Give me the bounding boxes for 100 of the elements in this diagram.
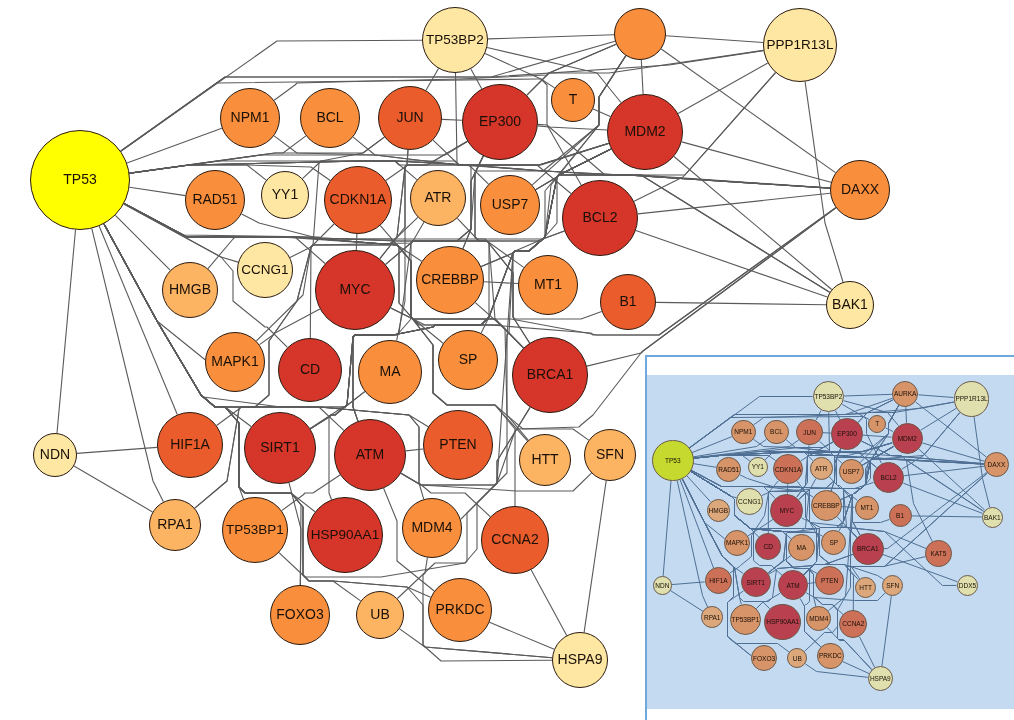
interaction-line xyxy=(671,581,706,586)
interaction-line xyxy=(836,516,861,580)
protein-node: DAXX xyxy=(830,160,890,220)
interaction-line xyxy=(839,459,985,501)
interaction-line xyxy=(729,441,834,574)
interaction-line xyxy=(857,401,955,423)
interaction-line xyxy=(842,661,870,674)
protein-node: UB xyxy=(356,591,404,639)
protein-node: HTT xyxy=(519,434,571,486)
interaction-line xyxy=(309,223,335,339)
interaction-line xyxy=(915,401,988,458)
interaction-line xyxy=(767,480,779,534)
interaction-line xyxy=(56,229,77,434)
interaction-line xyxy=(860,440,933,543)
protein-node: TP53 xyxy=(30,130,130,230)
interaction-line xyxy=(804,445,895,652)
interaction-line xyxy=(385,142,610,182)
protein-node: HSPA9 xyxy=(552,632,608,688)
interaction-line xyxy=(288,482,302,586)
protein-node: CCNA2 xyxy=(481,506,549,574)
interaction-line xyxy=(673,155,833,291)
interaction-line xyxy=(526,49,764,96)
interaction-line xyxy=(815,410,822,421)
interaction-line xyxy=(487,34,615,40)
interaction-line xyxy=(756,592,781,609)
protein-node: B1 xyxy=(600,274,656,330)
interaction-line xyxy=(826,627,873,671)
interaction-line xyxy=(396,149,409,342)
interaction-line xyxy=(861,446,895,466)
interaction-line xyxy=(258,308,321,346)
interaction-line xyxy=(488,621,555,650)
interaction-line xyxy=(120,39,423,152)
interaction-line xyxy=(905,406,907,424)
interaction-line xyxy=(660,48,837,174)
interaction-line xyxy=(767,555,792,574)
interaction-line xyxy=(126,127,223,164)
interaction-line xyxy=(486,46,622,104)
interaction-line xyxy=(881,595,892,667)
interaction-line xyxy=(665,35,764,44)
protein-node: MA xyxy=(358,340,422,404)
interaction-line xyxy=(441,118,463,121)
protein-node: HSP90AA1 xyxy=(307,497,383,573)
interaction-line xyxy=(973,416,991,508)
interaction-line xyxy=(690,469,890,523)
protein-node: MT1 xyxy=(518,255,578,315)
interaction-line xyxy=(352,221,425,422)
interaction-line xyxy=(686,475,711,503)
interaction-line xyxy=(747,518,774,537)
interaction-line xyxy=(194,216,419,509)
interaction-line xyxy=(309,391,366,429)
interaction-line xyxy=(470,68,483,90)
interaction-line xyxy=(843,393,893,397)
interaction-line xyxy=(216,140,468,427)
interaction-line xyxy=(804,81,844,283)
interaction-line xyxy=(911,515,983,518)
interaction-line xyxy=(281,474,341,512)
protein-node: MAPK1 xyxy=(205,332,265,392)
interaction-line xyxy=(399,628,553,659)
protein-node: RAD51 xyxy=(185,170,245,230)
interaction-line xyxy=(688,416,870,449)
interaction-line xyxy=(352,136,572,195)
interaction-line xyxy=(917,394,955,398)
interaction-line xyxy=(882,553,958,583)
interaction-line xyxy=(800,442,893,462)
protein-node: YY1 xyxy=(261,171,309,219)
interaction-line xyxy=(727,590,752,657)
interaction-line xyxy=(76,446,158,454)
interaction-line xyxy=(255,136,385,342)
interaction-line xyxy=(843,400,899,426)
interaction-line xyxy=(799,598,822,648)
protein-node: PPP1R13L xyxy=(763,8,837,82)
interaction-line xyxy=(691,436,733,454)
interaction-line xyxy=(885,427,894,432)
protein-node: BAK1 xyxy=(826,281,874,329)
protein-node: BRCA1 xyxy=(512,337,588,413)
interaction-line xyxy=(662,480,672,577)
protein-node: TP53BP2 xyxy=(422,7,488,73)
interaction-line xyxy=(804,663,869,678)
interaction-line xyxy=(484,53,582,186)
interaction-line xyxy=(903,465,985,477)
protein-node: TP53BP1 xyxy=(222,497,288,563)
interaction-line xyxy=(98,225,178,416)
interaction-line xyxy=(862,434,892,438)
interaction-line xyxy=(207,236,524,349)
protein-node: CD xyxy=(278,338,342,402)
protein-node: BCL2 xyxy=(562,180,638,256)
interaction-line xyxy=(537,125,608,131)
interaction-line xyxy=(530,569,568,636)
protein-node: SP xyxy=(438,330,498,390)
interaction-line xyxy=(73,465,154,513)
interaction-line xyxy=(405,448,424,452)
interaction-line xyxy=(921,442,985,462)
interaction-line xyxy=(822,432,832,434)
interaction-line xyxy=(768,472,988,575)
interaction-line xyxy=(883,471,988,550)
protein-node: NDN xyxy=(33,433,77,477)
interaction-line xyxy=(920,407,957,431)
protein-node: ATR xyxy=(410,170,466,226)
interaction-line xyxy=(309,155,484,430)
interaction-line xyxy=(425,68,440,91)
